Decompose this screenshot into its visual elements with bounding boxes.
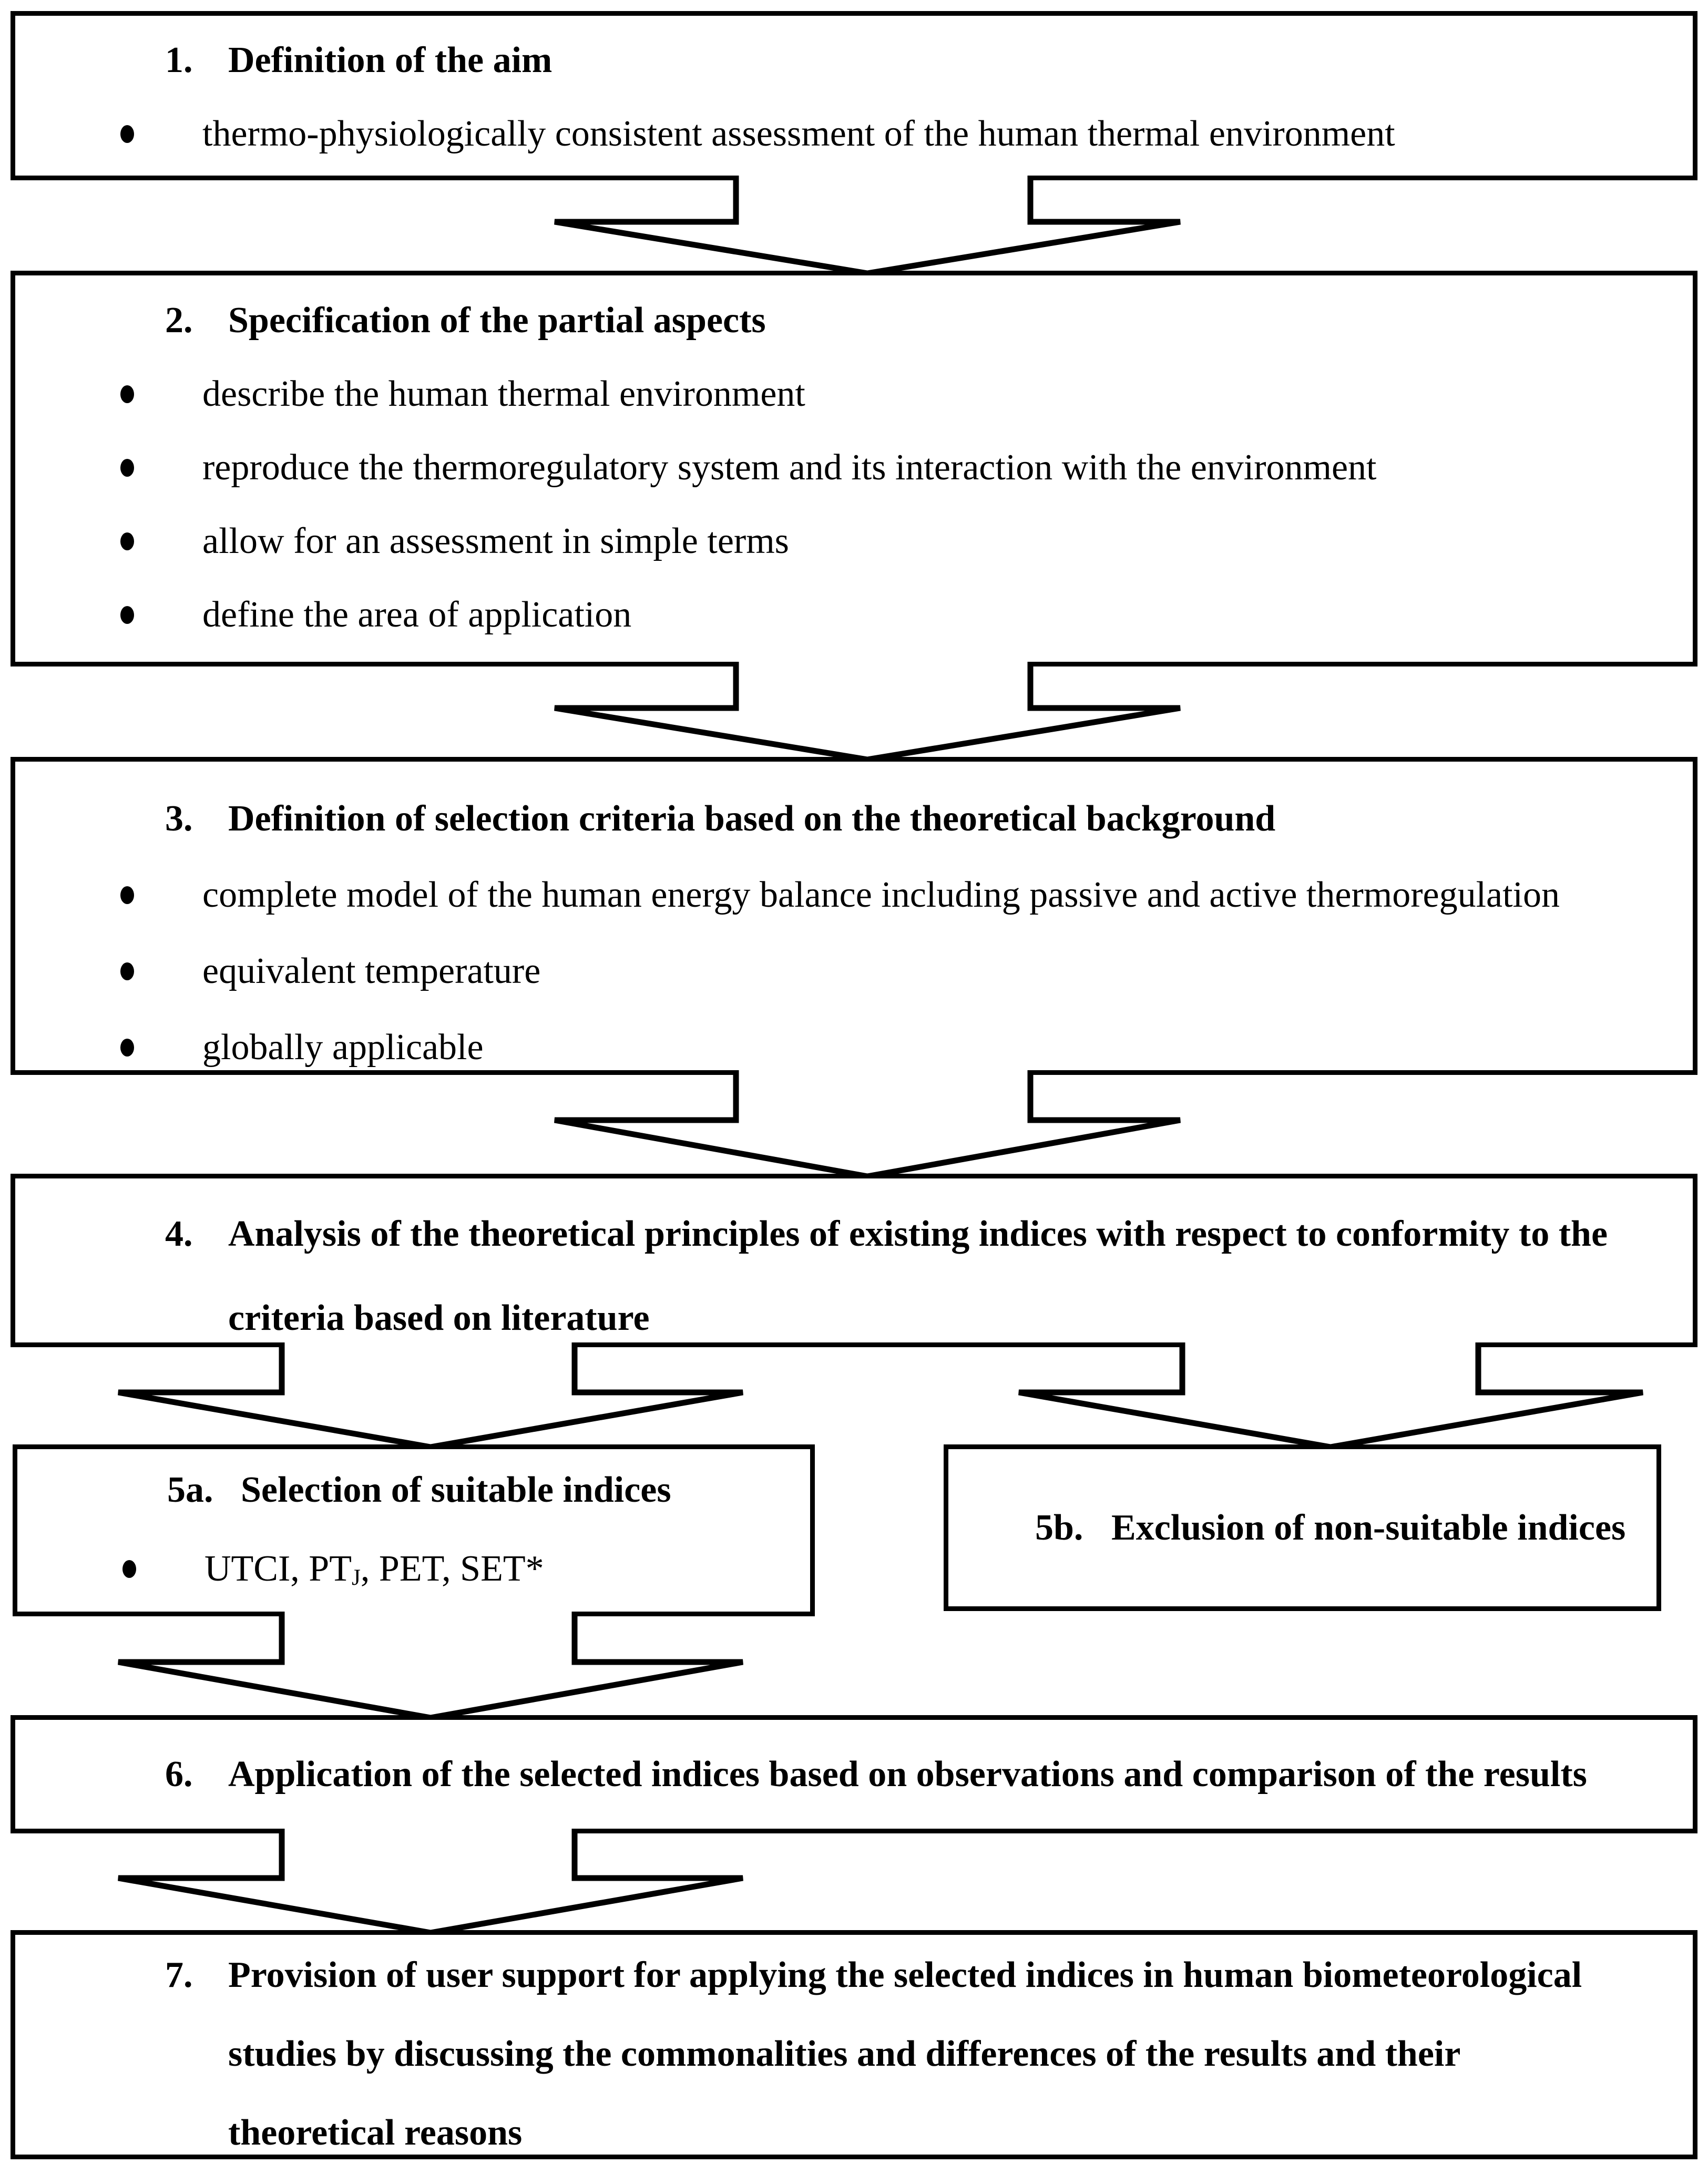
- bullet-text: reproduce the thermoregulatory system an…: [202, 447, 1377, 488]
- bullet-item: complete model of the human energy balan…: [15, 857, 1693, 933]
- step-box-5a: 5a. Selection of suitable indices UTCI, …: [13, 1444, 815, 1616]
- bullet-text: thermo-physiologically consistent assess…: [202, 114, 1395, 154]
- down-arrow-icon: [1018, 1342, 1643, 1450]
- step-title: Definition of selection criteria based o…: [228, 798, 1276, 839]
- bullet-text: equivalent temperature: [202, 950, 541, 991]
- step-heading: 1. Definition of the aim: [15, 24, 1693, 97]
- bullet-item: reproduce the thermoregulatory system an…: [15, 431, 1693, 505]
- down-arrow-icon: [118, 1342, 743, 1450]
- step-title: Application of the selected indices base…: [228, 1753, 1587, 1794]
- step-title: Selection of suitable indices: [241, 1470, 671, 1510]
- step-heading: 2. Specification of the partial aspects: [15, 284, 1693, 357]
- bullet-item: globally applicable: [15, 1009, 1693, 1085]
- step-title-continued: criteria based on literature: [228, 1298, 650, 1338]
- bullet-icon: [120, 459, 134, 477]
- step-number: 4.: [165, 1214, 193, 1254]
- step-box-3: 3. Definition of selection criteria base…: [11, 757, 1697, 1075]
- down-arrow-icon: [554, 1070, 1181, 1180]
- bullet-text: describe the human thermal environment: [202, 374, 805, 414]
- bullet-item: allow for an assessment in simple terms: [15, 505, 1693, 578]
- step-heading: 5a. Selection of suitable indices: [17, 1451, 810, 1530]
- down-arrow-icon: [554, 176, 1181, 276]
- step-title: Definition of the aim: [228, 40, 553, 80]
- bullet-icon: [120, 532, 134, 550]
- step-heading: 6. Application of the selected indices b…: [15, 1753, 1693, 1796]
- step-box-1: 1. Definition of the aim thermo-physiolo…: [11, 11, 1697, 180]
- step-heading: 5b. Exclusion of non-suitable indices: [948, 1507, 1656, 1549]
- down-arrow-icon: [554, 662, 1181, 763]
- bullet-item: UTCI, PTJ, PET, SET*: [17, 1530, 810, 1608]
- step-title-continued: studies by discussing the commonalities …: [228, 2034, 1461, 2074]
- step-title: Exclusion of non-suitable indices: [1111, 1507, 1626, 1548]
- bullet-text: UTCI, PTJ, PET, SET*: [204, 1549, 544, 1590]
- step-number: 3.: [165, 798, 193, 839]
- step-number: 7.: [165, 1955, 193, 1995]
- step-heading: 4. Analysis of the theoretical principle…: [15, 1192, 1693, 1276]
- step-heading: 7. Provision of user support for applyin…: [15, 1936, 1693, 2015]
- down-arrow-icon: [118, 1829, 743, 1936]
- step-box-7: 7. Provision of user support for applyin…: [11, 1930, 1697, 2159]
- step-box-2: 2. Specification of the partial aspects …: [11, 271, 1697, 666]
- bullet-icon: [120, 606, 134, 624]
- step-title: Analysis of the theoretical principles o…: [228, 1214, 1608, 1254]
- bullet-icon: [120, 962, 134, 980]
- bullet-item: define the area of application: [15, 578, 1693, 652]
- bullet-text: globally applicable: [202, 1027, 484, 1068]
- bullet-icon: [120, 125, 134, 143]
- bullet-icon: [122, 1560, 136, 1578]
- step-title: Specification of the partial aspects: [228, 300, 766, 341]
- step-number: 1.: [165, 40, 193, 80]
- bullet-item: describe the human thermal environment: [15, 357, 1693, 431]
- step-number: 2.: [165, 300, 193, 341]
- bullet-text: allow for an assessment in simple terms: [202, 521, 789, 561]
- bullet-icon: [120, 886, 134, 904]
- step-number: 5b.: [1035, 1507, 1083, 1548]
- subscript-j: J: [352, 1564, 361, 1590]
- step-box-4: 4. Analysis of the theoretical principle…: [11, 1174, 1697, 1347]
- bullet-icon: [120, 1038, 134, 1057]
- bullet-text: define the area of application: [202, 594, 632, 635]
- bullet-item: thermo-physiologically consistent assess…: [15, 97, 1693, 171]
- step-box-5b: 5b. Exclusion of non-suitable indices: [944, 1444, 1661, 1611]
- step-number: 5a.: [167, 1470, 213, 1510]
- bullet-item: equivalent temperature: [15, 933, 1693, 1009]
- bullet-text: complete model of the human energy balan…: [202, 874, 1560, 915]
- step-heading: 3. Definition of selection criteria base…: [15, 781, 1693, 857]
- bullet-icon: [120, 385, 134, 403]
- down-arrow-icon: [118, 1612, 743, 1721]
- step-box-6: 6. Application of the selected indices b…: [11, 1715, 1697, 1833]
- step-title-continued: theoretical reasons: [228, 2113, 523, 2153]
- step-number: 6.: [165, 1753, 193, 1794]
- step-title: Provision of user support for applying t…: [228, 1955, 1582, 1995]
